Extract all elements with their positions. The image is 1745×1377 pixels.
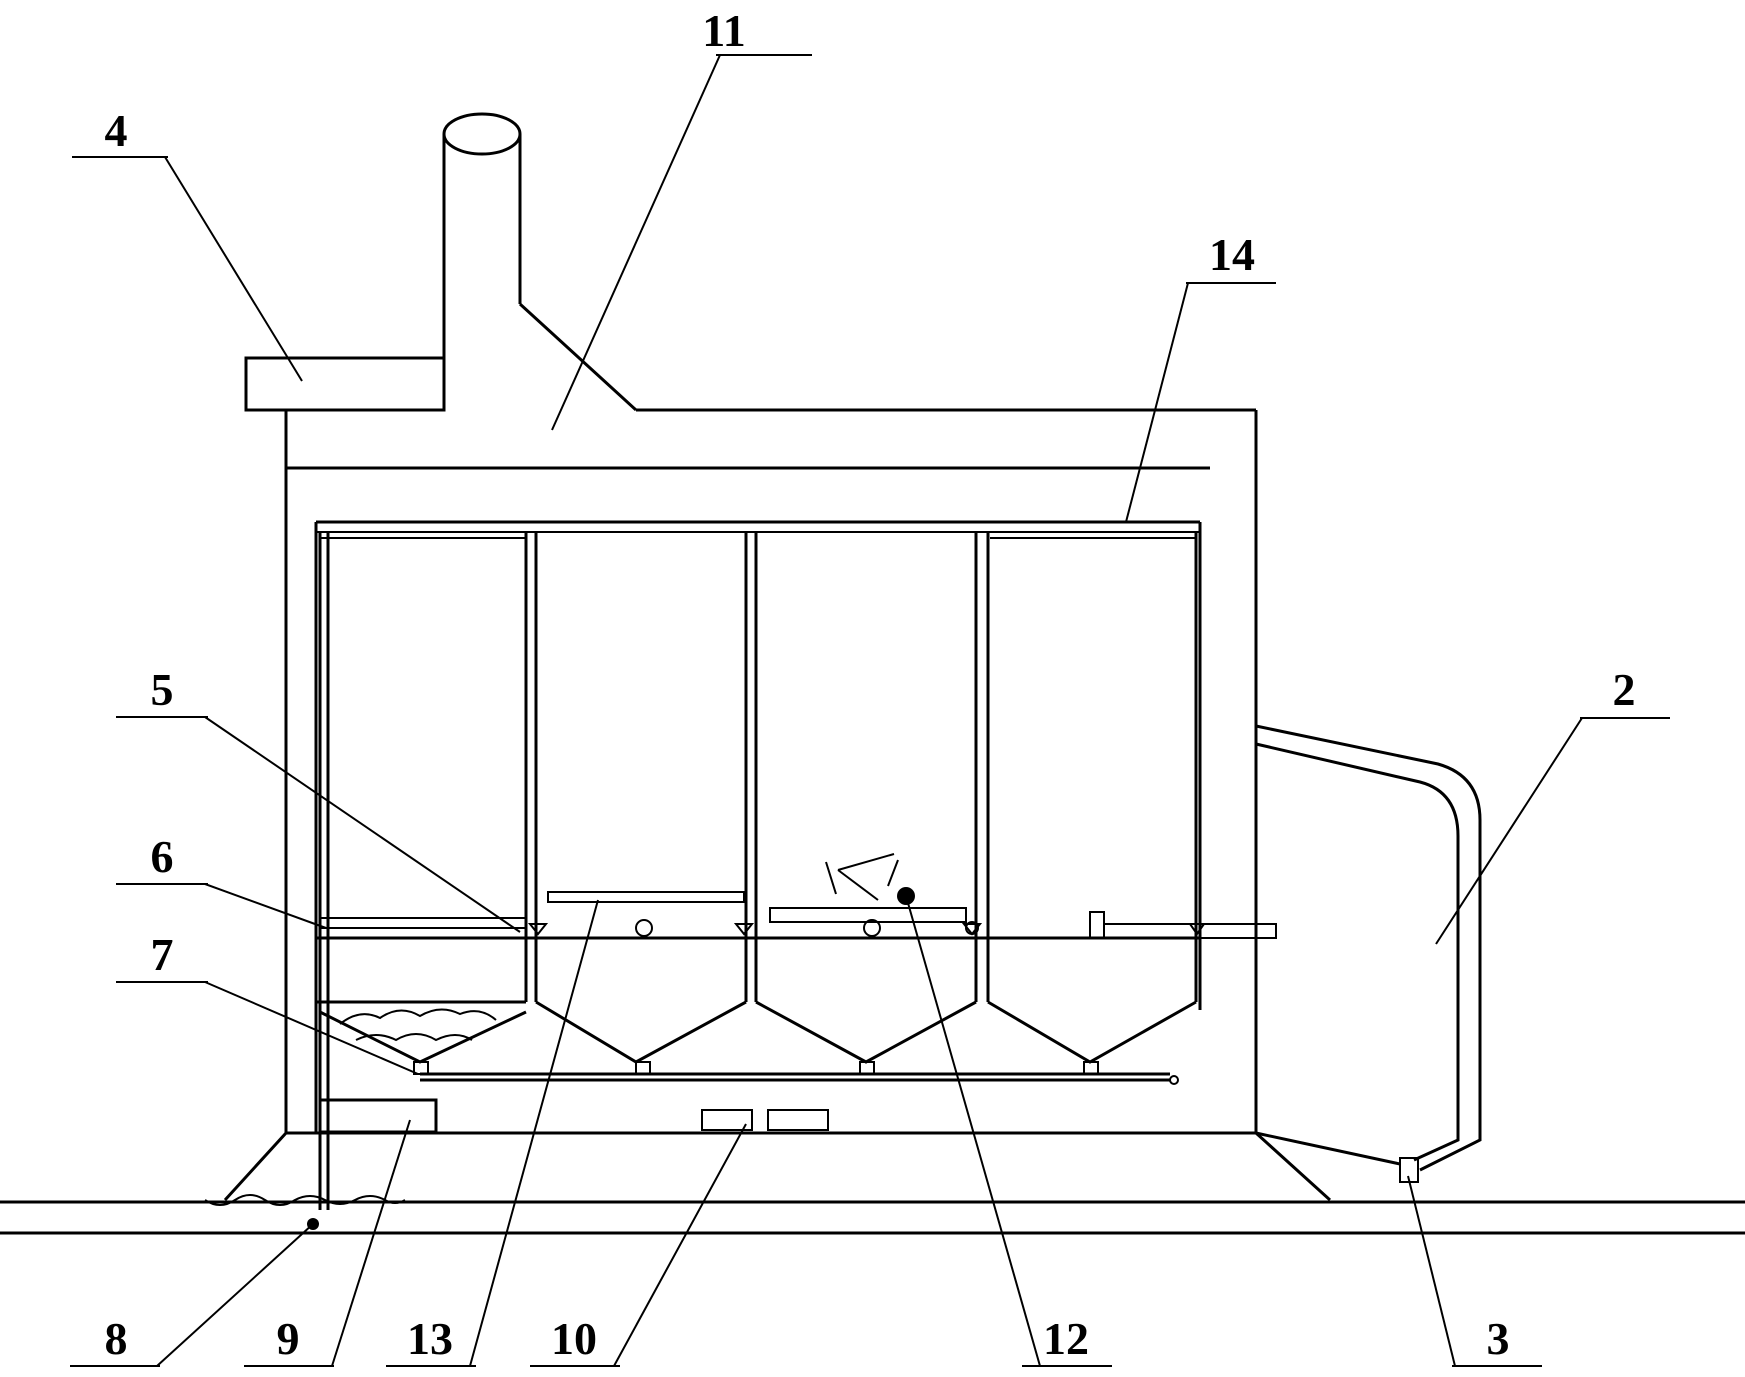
callout-8: 8 xyxy=(105,1313,128,1364)
callout-2: 2 xyxy=(1613,664,1636,715)
callout-12: 12 xyxy=(1043,1313,1089,1364)
callout-7: 7 xyxy=(151,929,174,980)
leader-lines xyxy=(70,54,1670,1367)
ground xyxy=(0,1194,1745,1235)
filter-compartments xyxy=(316,532,1277,1210)
chimney xyxy=(442,112,638,412)
callout-4: 4 xyxy=(105,105,128,156)
callout-labels: 11 4 14 5 2 6 7 8 9 13 10 12 3 xyxy=(105,5,1636,1364)
bottom-boxes xyxy=(318,1098,829,1134)
callout-13: 13 xyxy=(407,1313,453,1364)
external-duct xyxy=(1255,724,1482,1183)
inlet-duct xyxy=(244,356,446,412)
callout-3: 3 xyxy=(1487,1313,1510,1364)
callout-11: 11 xyxy=(702,5,745,56)
callout-14: 14 xyxy=(1209,229,1255,280)
callout-6: 6 xyxy=(151,831,174,882)
callout-5: 5 xyxy=(151,664,174,715)
tube-sheet xyxy=(316,531,1200,539)
callout-9: 9 xyxy=(277,1313,300,1364)
callout-10: 10 xyxy=(551,1313,597,1364)
